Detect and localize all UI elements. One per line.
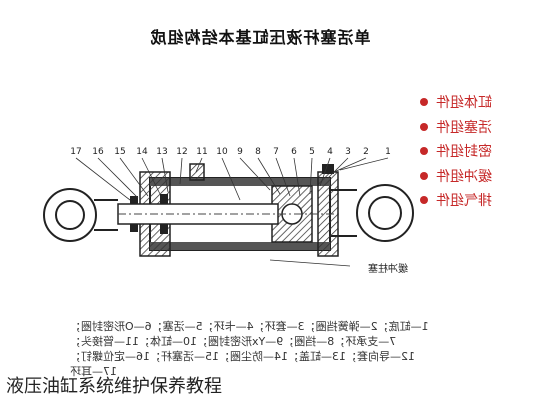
- callout-numbers: 17 16 15 14 13 12 11 10 9 8 7 6 5 4 3 2 …: [70, 147, 391, 157]
- bullet-icon: [420, 171, 428, 180]
- callout-8: 8: [255, 147, 261, 157]
- callout-leaders: [75, 157, 389, 201]
- page-caption: 液压油缸系统维护保养教程: [6, 376, 222, 397]
- parts-list: 1—缸底；2—弹簧挡圈；3—套环；4—卡环；5—活塞；6—O形密封圈； 7—支承…: [70, 318, 530, 378]
- callout-10: 10: [216, 147, 228, 157]
- bullet-icon: [420, 147, 428, 156]
- parts-line: 12—导向套；13—缸盖；14—防尘圈；15—活塞杆；16—定位螺钉；: [70, 350, 415, 363]
- callout-1: 1: [385, 147, 391, 157]
- right-eye: [330, 184, 414, 242]
- callout-2: 2: [363, 147, 369, 157]
- bullet-icon: [420, 98, 428, 107]
- bullet-icon: [420, 122, 428, 131]
- parts-line: 1—缸底；2—弹簧挡圈；3—套环；4—卡环；5—活塞；6—O形密封圈；: [70, 320, 429, 333]
- callout-6: 6: [291, 147, 297, 157]
- component-legend: 缸体组件 活塞组件 密封组件 缓冲组件 排气组件: [420, 90, 530, 213]
- legend-item: 缓冲组件: [420, 164, 530, 189]
- legend-item: 排气组件: [420, 188, 530, 213]
- callout-17: 17: [70, 147, 81, 157]
- callout-14: 14: [136, 147, 148, 157]
- legend-item: 缸体组件: [420, 90, 530, 115]
- parts-line: 7—支承环；8—挡圈；9—Yx形密封圈；10—缸体；11—管接头；: [70, 335, 397, 348]
- callout-11: 11: [196, 147, 207, 157]
- callout-15: 15: [114, 147, 125, 157]
- legend-item: 活塞组件: [420, 115, 530, 140]
- callout-4: 4: [327, 147, 333, 157]
- callout-12: 12: [176, 147, 187, 157]
- bullet-icon: [420, 196, 428, 205]
- callout-16: 16: [92, 147, 104, 157]
- callout-7: 7: [273, 147, 279, 157]
- callout-13: 13: [156, 147, 167, 157]
- legend-item: 密封组件: [420, 139, 530, 164]
- left-eye: [43, 188, 118, 242]
- annotation-label: 缓冲柱塞: [368, 262, 408, 275]
- annotation-leader: [269, 259, 351, 267]
- callout-9: 9: [237, 147, 243, 157]
- cylinder-body: [117, 163, 340, 257]
- callout-5: 5: [309, 147, 315, 157]
- callout-3: 3: [345, 147, 351, 157]
